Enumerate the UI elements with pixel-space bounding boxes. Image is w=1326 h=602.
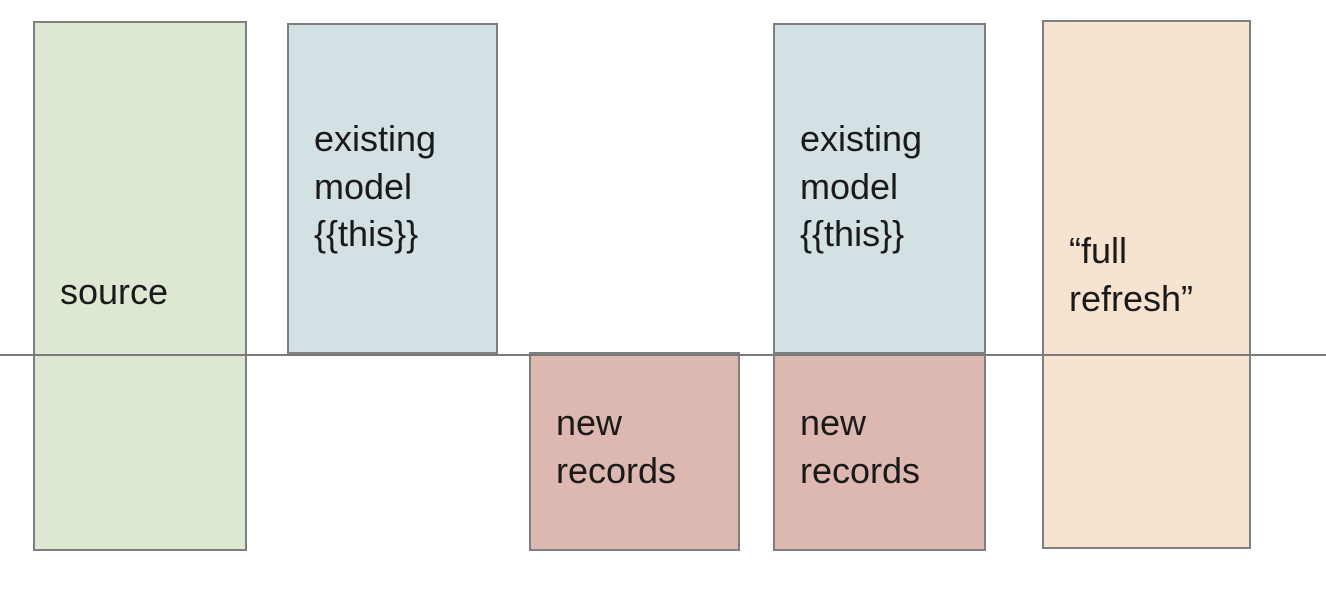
source-box[interactable]: source [33, 21, 247, 551]
existing-model-box-2[interactable]: existing model {{this}} [773, 23, 986, 354]
existing-model-box-1[interactable]: existing model {{this}} [287, 23, 498, 354]
full-refresh-box-label: “full refresh” [1069, 230, 1194, 319]
existing-model-box-1-label: existing model {{this}} [314, 118, 437, 255]
new-records-box-1[interactable]: new records [529, 352, 740, 551]
new-records-box-2[interactable]: new records [773, 352, 986, 551]
existing-model-box-2-label: existing model {{this}} [800, 118, 923, 255]
source-box-label: source [60, 271, 169, 312]
new-records-box-1-label: new records [556, 402, 677, 491]
full-refresh-box[interactable]: “full refresh” [1042, 20, 1251, 549]
run-boundary-line [0, 354, 1326, 356]
new-records-box-2-label: new records [800, 402, 921, 491]
